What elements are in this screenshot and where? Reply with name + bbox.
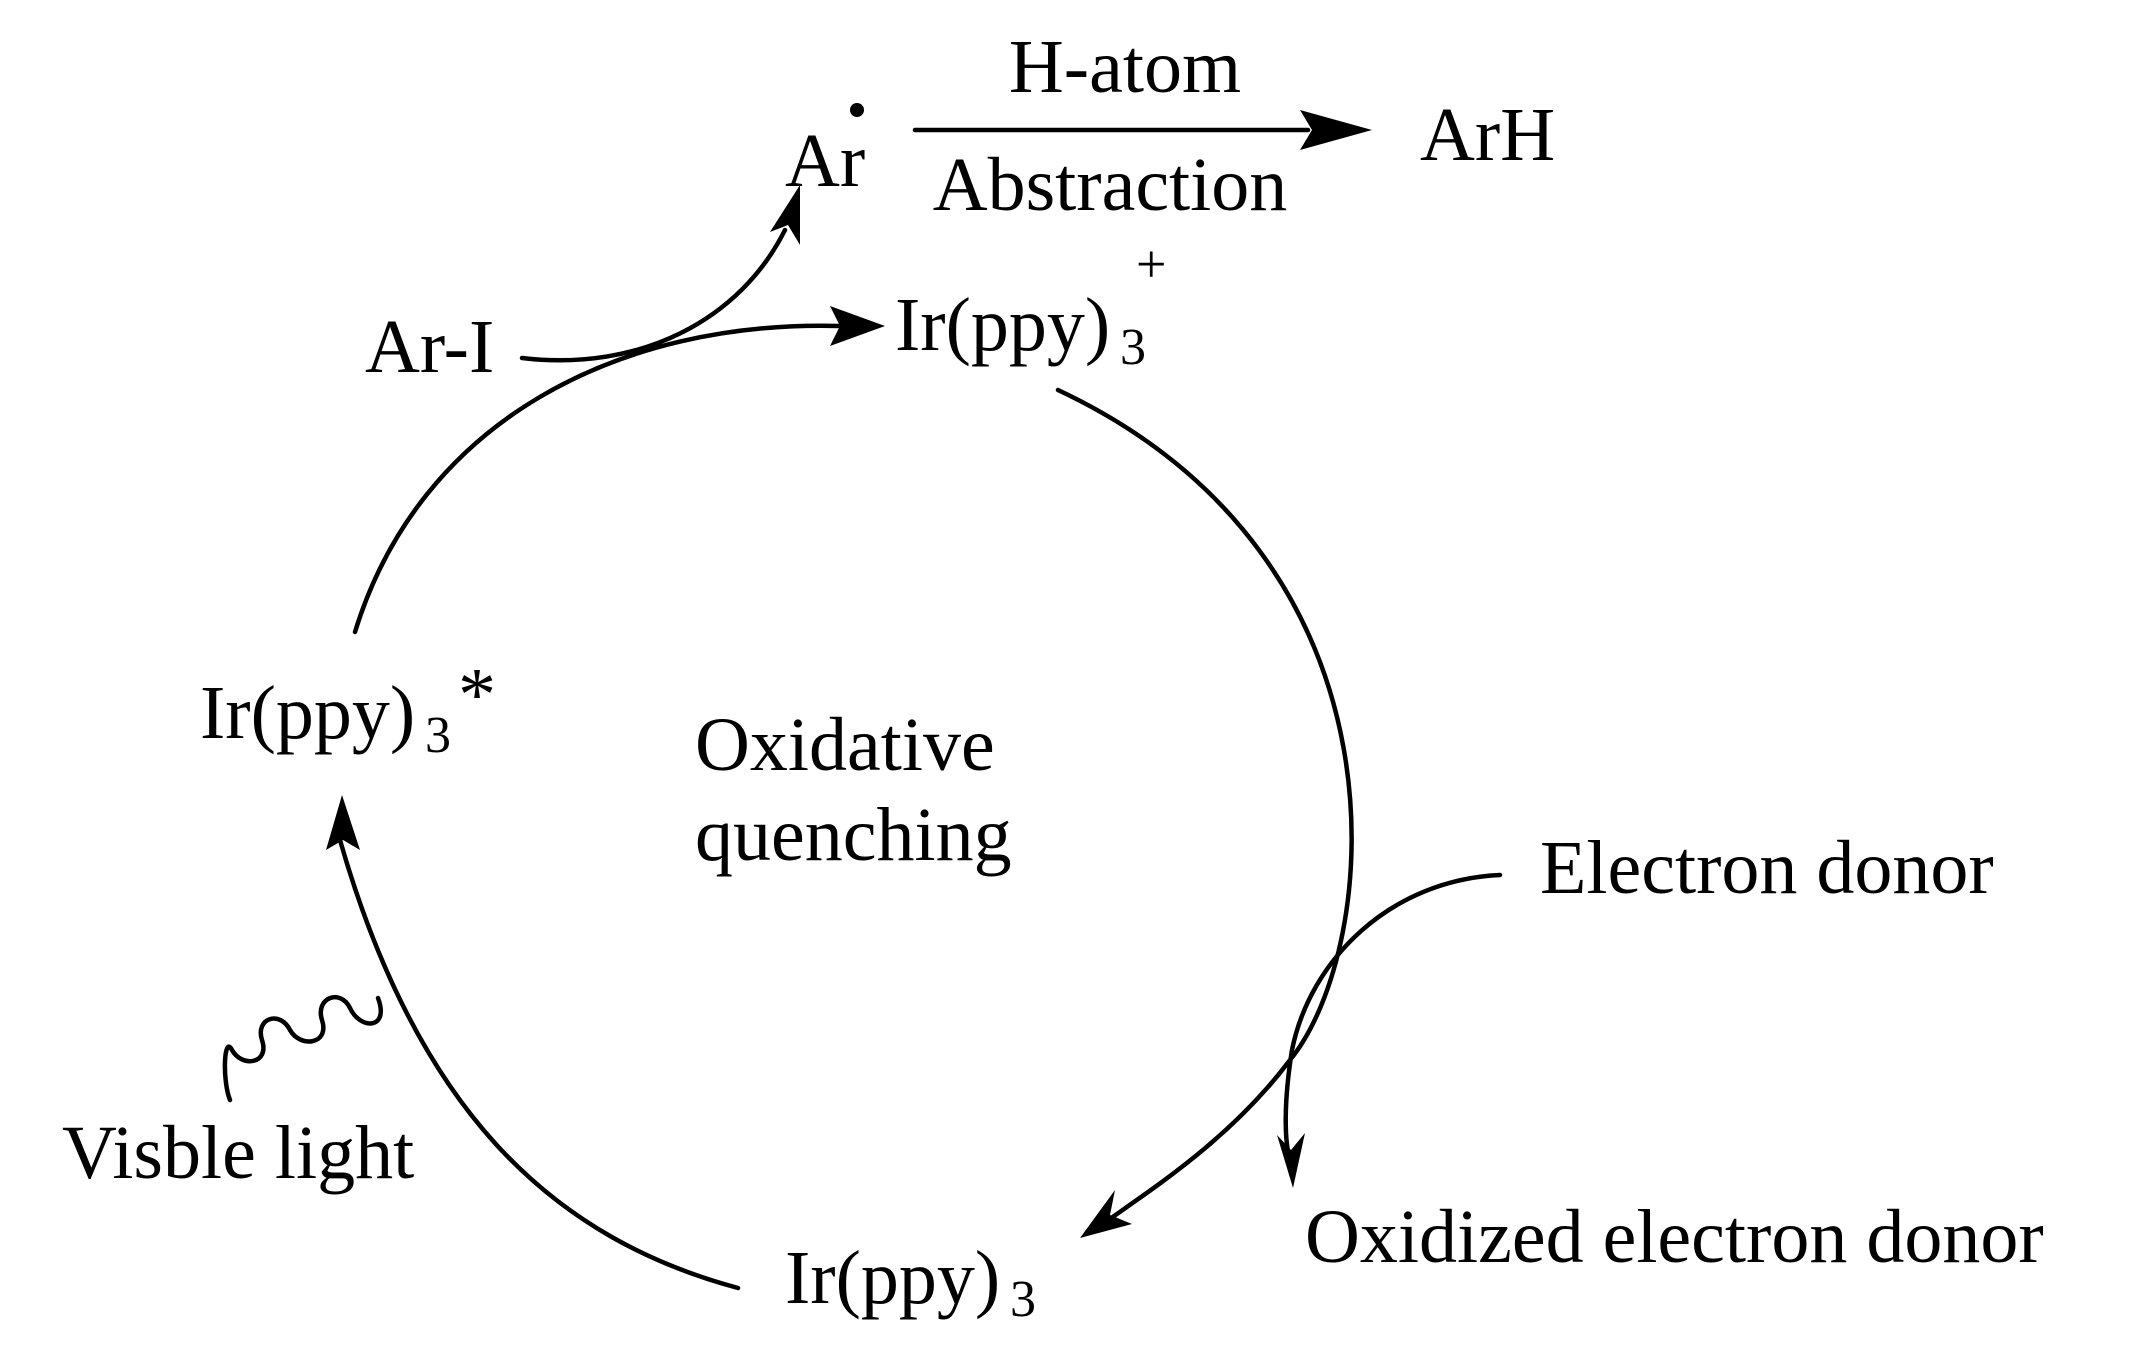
radical-dot — [850, 103, 864, 117]
h-atom-label: H-atom — [1009, 25, 1241, 109]
arrowhead-oxidized-donor — [1277, 1133, 1305, 1188]
ir-cation-charge: + — [1136, 234, 1166, 294]
ir-excited-subscript: 3 — [425, 707, 451, 764]
light-wave-icon — [222, 995, 383, 1103]
ir-cation-label: Ir(ppy) — [895, 283, 1110, 367]
arrowhead-excited — [326, 795, 360, 850]
arrowhead-radical — [770, 185, 800, 245]
arc-excited-to-cation — [352, 323, 843, 635]
ir-ground-species: Ir(ppy) 3 — [785, 1236, 1036, 1328]
arrowhead-ground — [1080, 1190, 1132, 1238]
ir-excited-star: * — [458, 653, 496, 737]
abstraction-arrowhead — [1300, 110, 1372, 150]
ir-excited-label: Ir(ppy) — [200, 671, 415, 755]
oxidized-donor-label: Oxidized electron donor — [1305, 1195, 2044, 1279]
abstraction-label: Abstraction — [933, 143, 1288, 227]
ir-cation-subscript: 3 — [1120, 319, 1146, 376]
ir-excited-species: Ir(ppy) 3 * — [200, 653, 496, 764]
ir-ground-label: Ir(ppy) — [785, 1236, 1000, 1320]
h-atom-abstraction-step: Ar H-atom Abstraction ArH — [785, 25, 1555, 227]
cycle-label-line1: Oxidative — [695, 703, 995, 787]
arc-electron-donor — [1283, 872, 1503, 1163]
ir-cation-species: Ir(ppy) 3 + — [895, 234, 1166, 376]
arc-ari-to-radical — [519, 227, 788, 363]
visible-light-label: Visble light — [62, 1111, 414, 1195]
arh-label: ArH — [1420, 93, 1555, 177]
electron-donor-label: Electron donor — [1540, 826, 1994, 910]
arrowhead-cation — [830, 306, 885, 346]
arc-cation-to-ground — [1055, 387, 1354, 1229]
arc-ground-to-excited — [337, 837, 741, 1291]
ar-i-label: Ar-I — [365, 305, 494, 389]
ir-ground-subscript: 3 — [1010, 1271, 1036, 1328]
cycle-label-line2: quenching — [695, 793, 1012, 877]
